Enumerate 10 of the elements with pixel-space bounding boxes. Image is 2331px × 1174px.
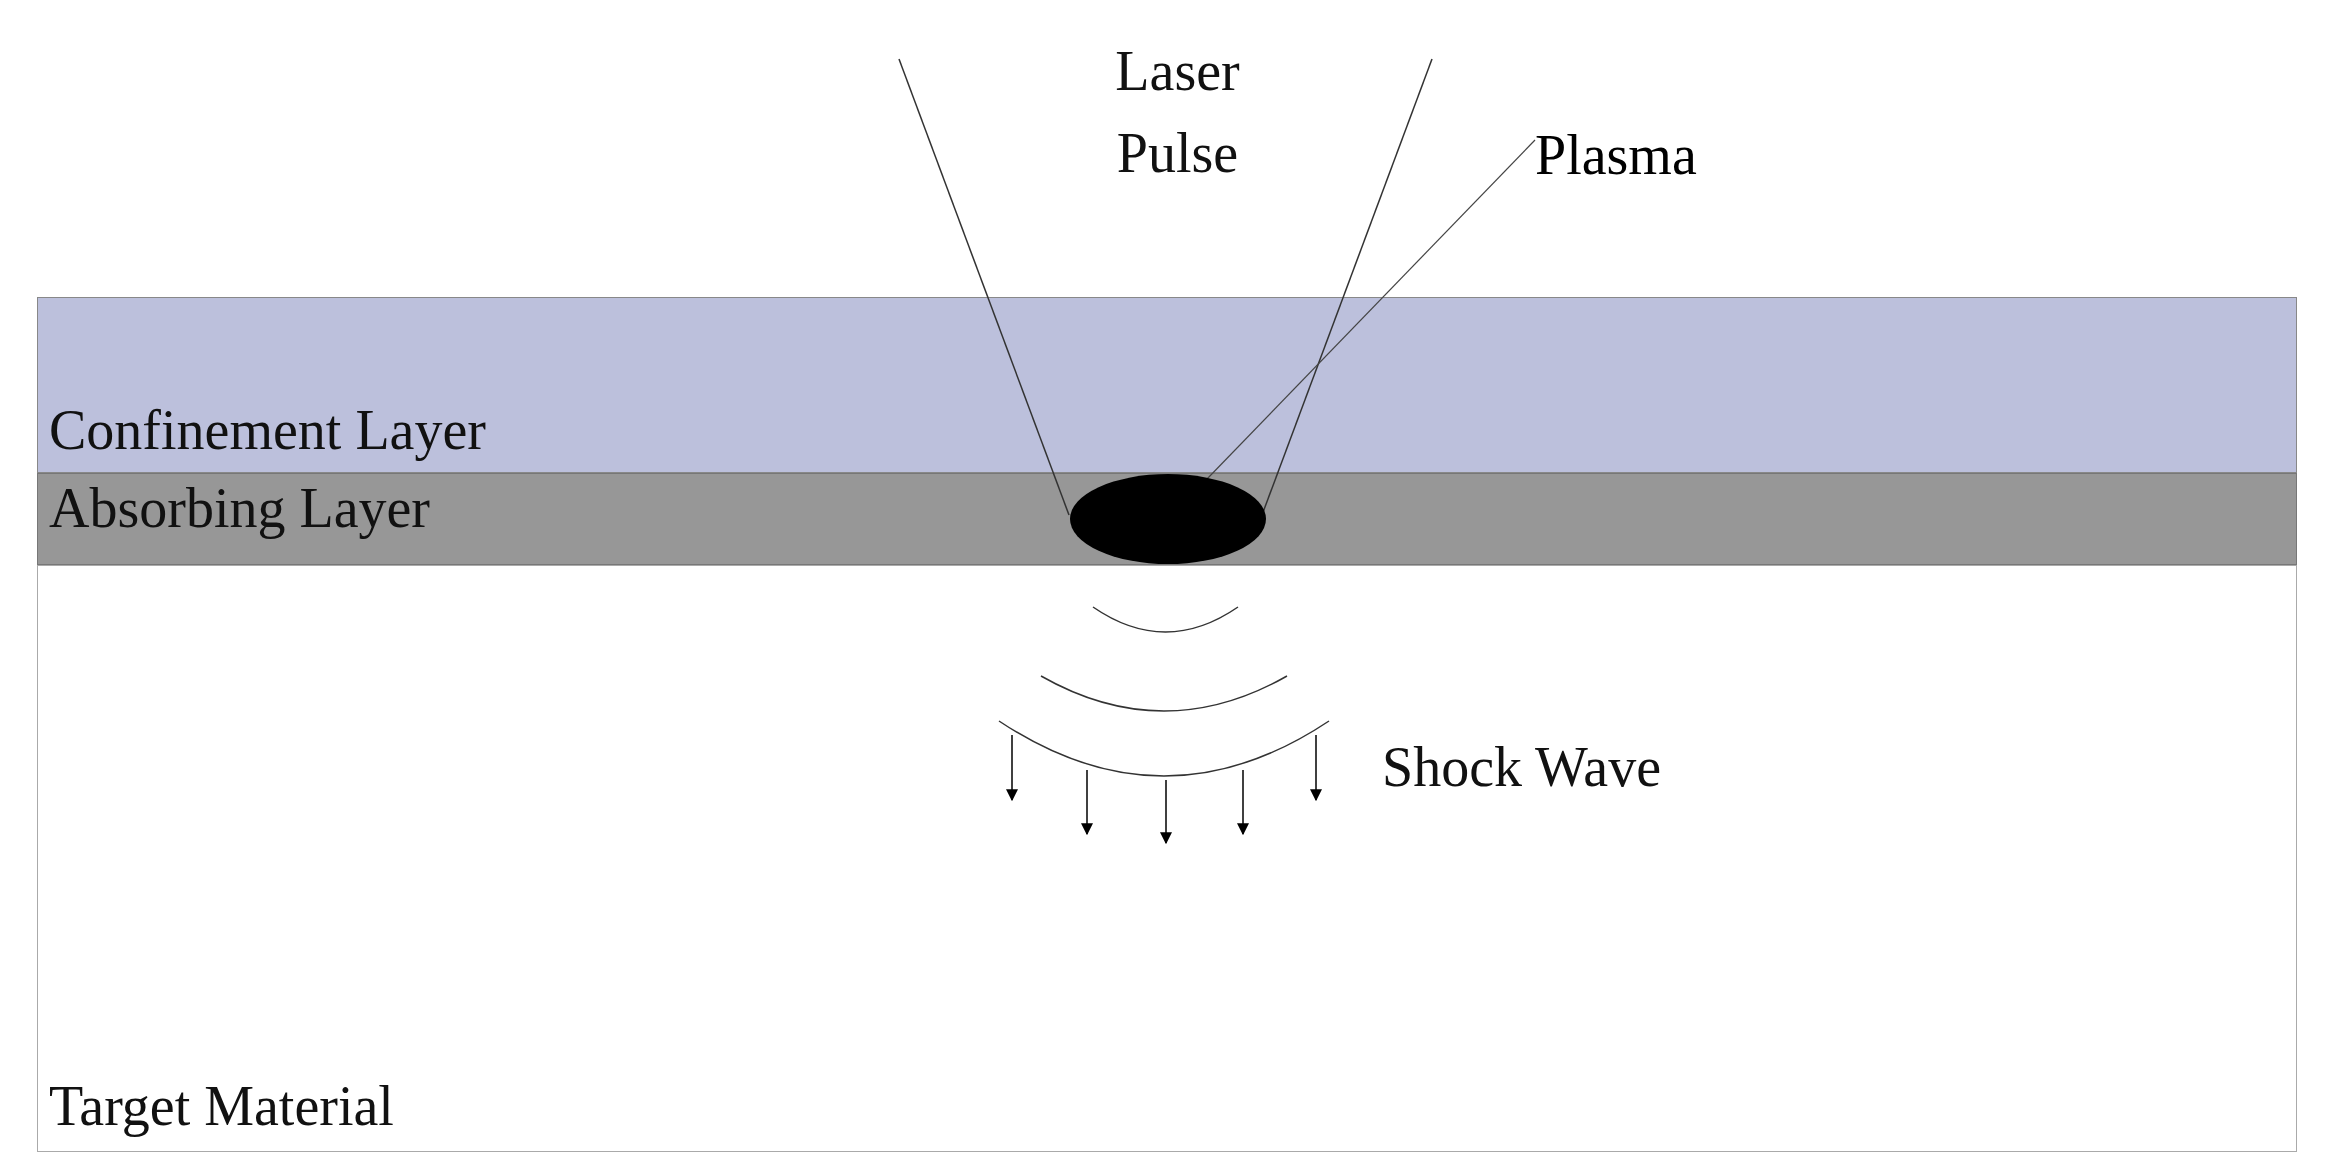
layer-label: Target Material	[49, 1076, 394, 1138]
laser-pulse-label: Laser Pulse	[1114, 39, 1241, 186]
layer-label: Confinement Layer	[49, 400, 486, 462]
plasma-label: Plasma	[1535, 118, 1775, 193]
target-material-region	[37, 565, 2297, 1152]
shock-wave-label: Shock Wave	[1382, 735, 1663, 800]
layer-label: Absorbing Layer	[49, 478, 430, 540]
absorbing-layer-band	[37, 473, 2297, 565]
leader-line	[1206, 139, 1536, 480]
confinement-layer-band	[37, 297, 2297, 473]
